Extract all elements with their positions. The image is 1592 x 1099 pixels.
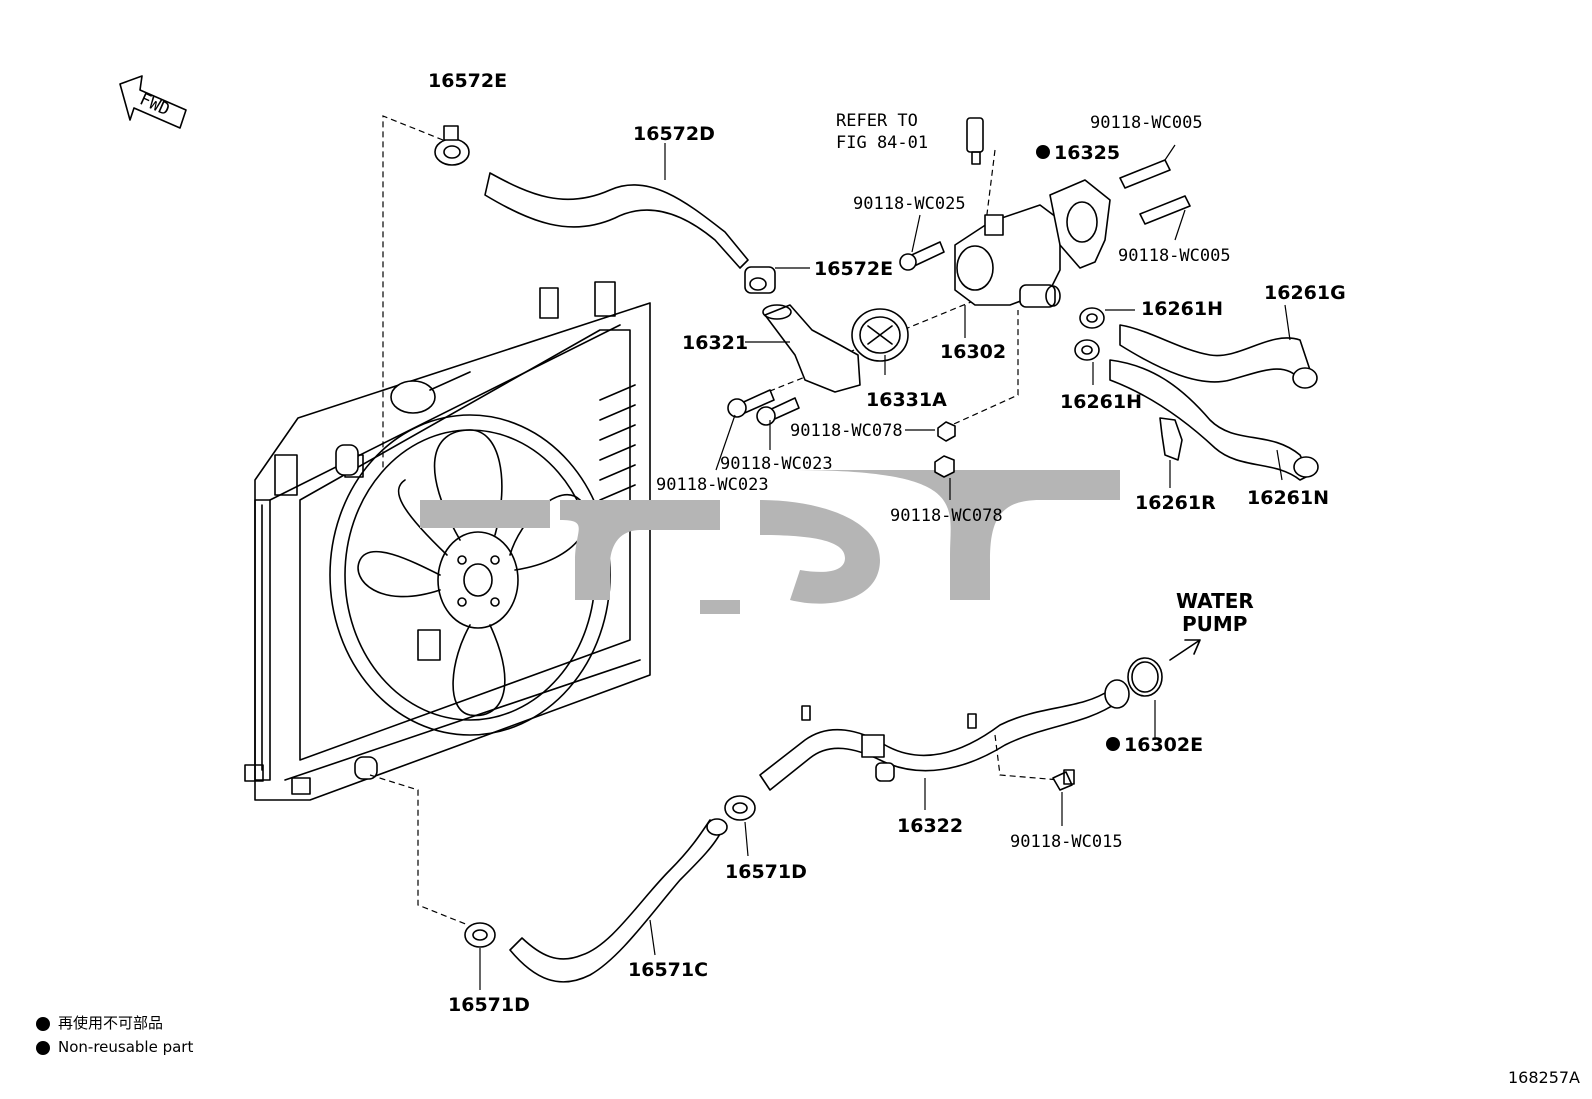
label-16302: 16302 — [940, 341, 1006, 363]
arrow-to-water-pump-icon — [1169, 639, 1201, 661]
nut-WC078-bot — [934, 455, 955, 478]
label-16261N: 16261N — [1247, 487, 1329, 509]
lower-hose-16571C — [509, 819, 723, 983]
non-reusable-marker — [1036, 145, 1050, 159]
clamp-16572E-top — [434, 125, 470, 166]
stud-bolts-WC005 — [1119, 159, 1191, 225]
label-wc078-bot: 90118-WC078 — [890, 506, 1003, 526]
water-outlet-16321 — [764, 304, 861, 393]
gasket-16325 — [1049, 179, 1111, 269]
water-inlet-housing-16302 — [954, 204, 1061, 308]
nut-WC078-top — [937, 421, 956, 442]
clamp-16571D-bot — [464, 922, 496, 948]
label-16325: 16325 — [1054, 142, 1120, 164]
clamp-16261H-top — [1079, 307, 1105, 329]
fwd-arrow-icon: FWD — [119, 75, 187, 129]
label-16261R: 16261R — [1135, 492, 1216, 514]
bolt-WC023-a — [727, 389, 775, 418]
label-wc078-top: 90118-WC078 — [790, 421, 903, 441]
radiator-assembly — [244, 281, 651, 801]
upper-hose-16572D — [484, 172, 749, 269]
label-16572E-top: 16572E — [428, 70, 507, 92]
watermark-logo — [420, 470, 1120, 614]
label-wc005-bot: 90118-WC005 — [1118, 246, 1231, 266]
hose-end-16261G — [1292, 367, 1318, 389]
hose-16261G — [1119, 324, 1311, 383]
legend-japanese: 再使用不可部品 — [36, 1012, 163, 1033]
hose-16261N — [1109, 359, 1311, 481]
label-pump: PUMP — [1182, 612, 1247, 636]
figure-id: 168257A — [1507, 1068, 1580, 1087]
bolt-WC015 — [1052, 769, 1075, 791]
bolt-WC025 — [899, 241, 945, 271]
clamp-16571D-mid — [724, 795, 756, 821]
label-refer-to: REFER TO — [836, 111, 918, 131]
clamp-16261H-bot — [1074, 339, 1100, 361]
label-16571C: 16571C — [628, 959, 708, 981]
non-reusable-marker — [1106, 737, 1120, 751]
label-16571D-bot: 16571D — [448, 994, 530, 1016]
thermostat-16331A — [851, 308, 909, 362]
bullet-icon — [36, 1040, 50, 1055]
legend-jp-text: 再使用不可部品 — [58, 1014, 164, 1032]
label-16571D-mid: 16571D — [725, 861, 807, 883]
label-16261G: 16261G — [1264, 282, 1346, 304]
o-ring-16302E — [1127, 657, 1163, 697]
label-wc023-b: 90118-WC023 — [720, 454, 833, 474]
label-16261H-top: 16261H — [1141, 298, 1223, 320]
label-wc015: 90118-WC015 — [1010, 832, 1123, 852]
label-16331A: 16331A — [866, 389, 947, 411]
label-wc023-a: 90118-WC023 — [656, 475, 769, 495]
label-wc025: 90118-WC025 — [853, 194, 966, 214]
clip-16261R — [1159, 417, 1183, 461]
leader-lines — [479, 143, 1291, 990]
label-16572E-mid: 16572E — [814, 258, 893, 280]
label-16322: 16322 — [897, 815, 963, 837]
label-wc005-top: 90118-WC005 — [1090, 113, 1203, 133]
label-fig-ref: FIG 84-01 — [836, 133, 928, 153]
bullet-icon — [36, 1016, 50, 1031]
clamp-16572E-mid — [744, 266, 776, 294]
legend-english: Non-reusable part — [36, 1038, 193, 1056]
label-16261H-bot: 16261H — [1060, 391, 1142, 413]
part-labels: 16572E 16572D 16572E REFER TO FIG 84-01 … — [428, 70, 1346, 1016]
label-16572D: 16572D — [633, 123, 715, 145]
legend-en-text: Non-reusable part — [58, 1038, 194, 1056]
temperature-sensor — [966, 117, 984, 165]
label-16302E: 16302E — [1124, 734, 1203, 756]
label-16321: 16321 — [682, 332, 748, 354]
label-water: WATER — [1176, 589, 1254, 613]
hose-end-16261N — [1293, 456, 1319, 478]
